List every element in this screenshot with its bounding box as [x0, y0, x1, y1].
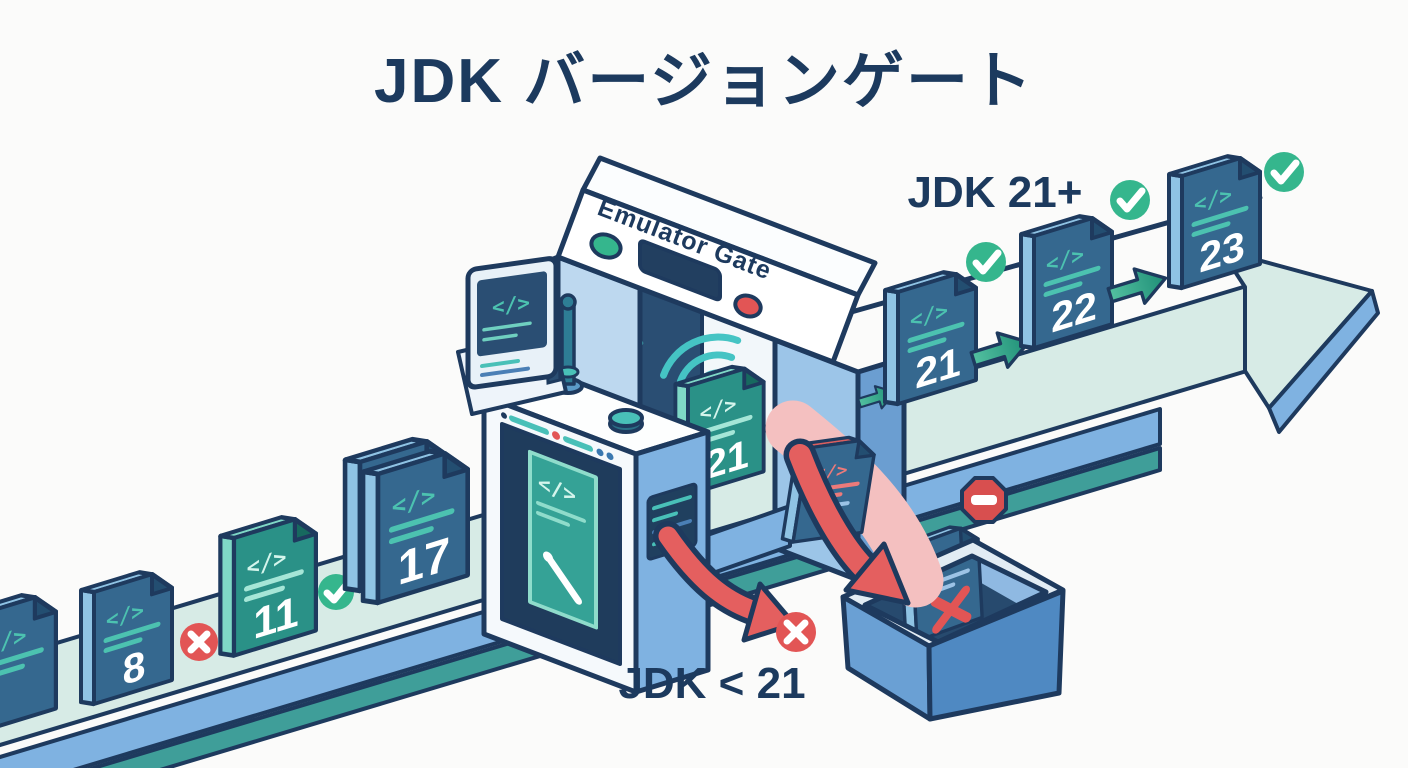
- no-entry-sign: [960, 476, 1008, 524]
- scanner-machine: </>: [456, 256, 792, 695]
- gate-green-light: [589, 232, 623, 260]
- scanned-card: </>: [528, 449, 598, 630]
- approve-badge: [1110, 180, 1150, 220]
- flow-arrow: [1106, 267, 1168, 305]
- scanner-monitor: </>: [456, 256, 568, 416]
- passed-files: </> 21 </> 22: [856, 152, 1304, 410]
- rejected-x-mark: [930, 585, 972, 634]
- reject-badge-bottom: [776, 612, 816, 652]
- reject-path: </> 8: [653, 400, 1008, 652]
- code-icon: </>: [492, 289, 530, 319]
- file-jdk8: </> 8: [79, 570, 174, 707]
- file-jdk22: </> 22: [1019, 214, 1114, 351]
- incoming-files: </> </> 8: [0, 436, 470, 736]
- reject-arrow-main: [783, 438, 911, 606]
- file-jdk11: </> 11: [218, 515, 318, 658]
- gate-red-light: [733, 293, 763, 319]
- monitor-screen: [477, 271, 547, 357]
- scanner-button: [608, 408, 644, 434]
- wrench-icon: [546, 555, 582, 605]
- file-jdk23: </> 23: [1167, 154, 1262, 291]
- belt-arrowhead-side: [1267, 289, 1380, 434]
- file-partial: </>: [0, 593, 58, 736]
- page-title: JDK バージョンゲート: [373, 47, 1035, 116]
- file-jdk17: </> 17: [360, 448, 470, 606]
- approve-badge: [1264, 152, 1304, 192]
- reject-label: JDK < 21: [618, 659, 805, 708]
- bin-front-right: [926, 588, 1066, 722]
- reject-badge: [180, 623, 218, 661]
- flow-arrow: [969, 331, 1031, 369]
- gate-display-slot: [638, 239, 722, 302]
- file-jdk21: </> 21: [883, 270, 978, 407]
- scanner-status-strip: [501, 412, 614, 460]
- file-version: 8: [123, 641, 146, 694]
- approve-badge: [966, 242, 1006, 282]
- pass-label: JDK 21+: [908, 168, 1083, 217]
- bin-inner-wall: [962, 560, 1042, 604]
- no-entry-bar: [971, 495, 997, 505]
